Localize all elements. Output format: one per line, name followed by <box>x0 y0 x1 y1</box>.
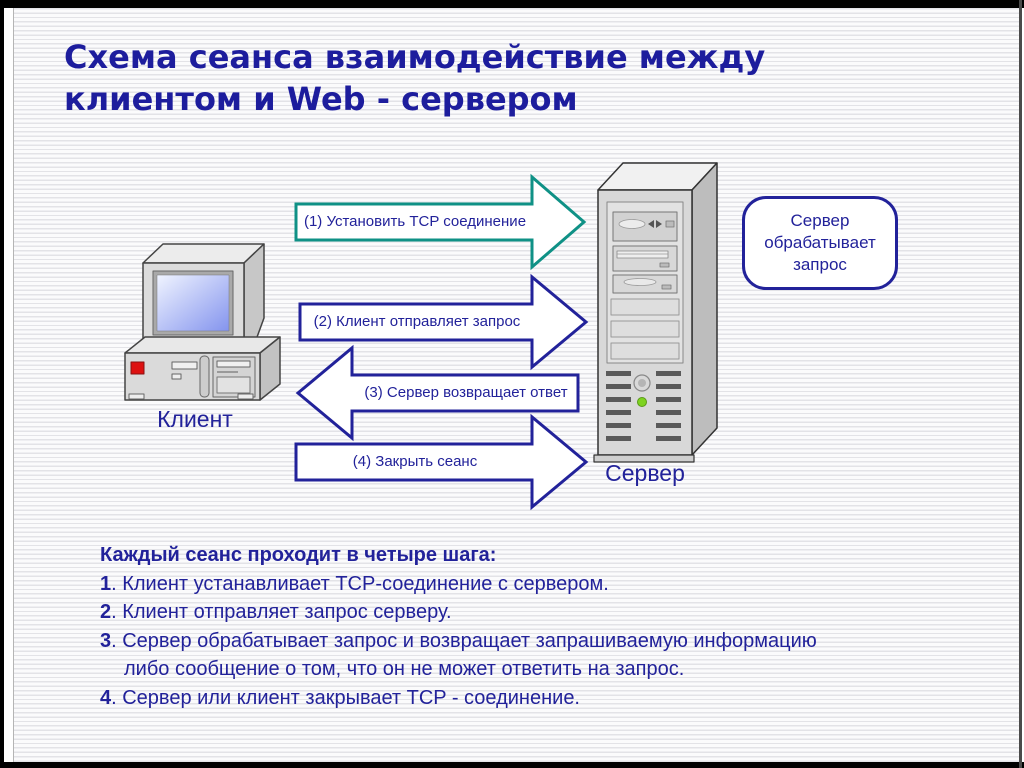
slide-title: Схема сеанса взаимодействие между клиент… <box>64 36 964 120</box>
arrow-1-establish-tcp <box>294 173 587 271</box>
server-right-face <box>691 162 718 456</box>
drive-bay-door <box>216 376 251 394</box>
case-foot-right <box>237 393 254 400</box>
arrow-4-close-session <box>294 413 589 511</box>
steps-heading: Каждый сеанс проходит в четыре шага: <box>100 544 497 566</box>
frame-bottom-bar <box>0 762 1024 768</box>
case-top-face <box>124 336 281 354</box>
monitor-right-face <box>243 243 265 349</box>
client-label: Клиент <box>157 406 233 432</box>
cd-eject-right <box>656 220 662 228</box>
step-line-4: 4. Сервер или клиент закрывает TCP - сое… <box>100 684 980 713</box>
frame-top-bar <box>0 0 1024 8</box>
step-line-2: 2. Клиент отправляет запрос серверу. <box>100 598 980 627</box>
slide-title-line1: Схема сеанса взаимодействие между <box>64 38 766 76</box>
step-3-number: 3 <box>100 629 112 652</box>
step-3b-text: либо сообщение о том, что он не может от… <box>124 658 685 680</box>
server-tower-icon <box>593 162 718 463</box>
arrow-4-label: (4) Закрыть сеанс <box>352 453 478 470</box>
server-label: Сервер <box>605 460 685 486</box>
frame-right-line <box>1019 0 1022 768</box>
drive-bay-label <box>217 371 238 373</box>
case-divider <box>199 355 210 398</box>
arrow-2-client-sends-request <box>298 273 589 371</box>
step-line-3: 3. Сервер обрабатывает запрос и возвраща… <box>100 627 980 656</box>
server-led <box>637 397 647 407</box>
server-power-button-inner <box>638 379 646 387</box>
arrow-3-server-returns-answer <box>295 344 580 442</box>
cd-eject-left <box>648 220 654 228</box>
floppy-slot-oval <box>623 278 657 286</box>
drive2-slot <box>616 250 669 259</box>
floppy-slot <box>171 361 198 370</box>
cd-button <box>665 220 675 228</box>
server-base <box>593 454 695 463</box>
blank-bay-2 <box>610 320 680 338</box>
arrow-1-label: (1) Установить TCP соединение <box>303 213 527 230</box>
case-power-button-red <box>130 361 145 375</box>
steps-text-block: Каждый сеанс проходит в четыре шага: 1. … <box>100 541 980 712</box>
callout-line3: запрос <box>793 255 847 274</box>
arrow-3-label: (3) Сервер возвращает ответ <box>364 384 568 401</box>
case-foot-left <box>128 393 145 400</box>
step-line-3-continuation: либо сообщение о том, что он не может от… <box>100 655 980 684</box>
step-line-1: 1. Клиент устанавливает TCP-соединение с… <box>100 570 980 599</box>
drive-bay-slot <box>216 360 251 368</box>
step-1-number: 1 <box>100 572 112 595</box>
floppy-button <box>171 373 182 380</box>
vent-grid <box>606 371 681 441</box>
monitor-screen <box>156 274 230 332</box>
monitor-top-face <box>142 243 265 264</box>
floppy-eject <box>661 284 672 290</box>
cd-drive-tray <box>618 219 646 229</box>
blank-bay-3 <box>610 342 680 360</box>
step-3-text: . Сервер обрабатывает запрос и возвращае… <box>111 629 817 652</box>
server-processes-request-callout: Сервер обрабатывает запрос <box>742 196 898 290</box>
step-4-number: 4 <box>100 686 112 709</box>
arrow-2-label: (2) Клиент отправляет запрос <box>313 313 521 330</box>
slide-title-line2: клиентом и Web - сервером <box>64 80 578 118</box>
step-2-number: 2 <box>100 601 112 623</box>
step-4-text: . Сервер или клиент закрывает TCP - соед… <box>111 686 580 709</box>
blank-bay-1 <box>610 298 680 316</box>
drive2-button <box>659 262 670 268</box>
callout-line2: обрабатывает <box>764 233 876 252</box>
callout-line1: Сервер <box>790 211 850 230</box>
step-2-text: . Клиент отправляет запрос серверу. <box>111 601 452 623</box>
step-1-text: . Клиент устанавливает TCP-соединение с … <box>111 572 609 595</box>
client-computer-icon <box>124 243 281 401</box>
frame-left-bar <box>0 0 4 768</box>
